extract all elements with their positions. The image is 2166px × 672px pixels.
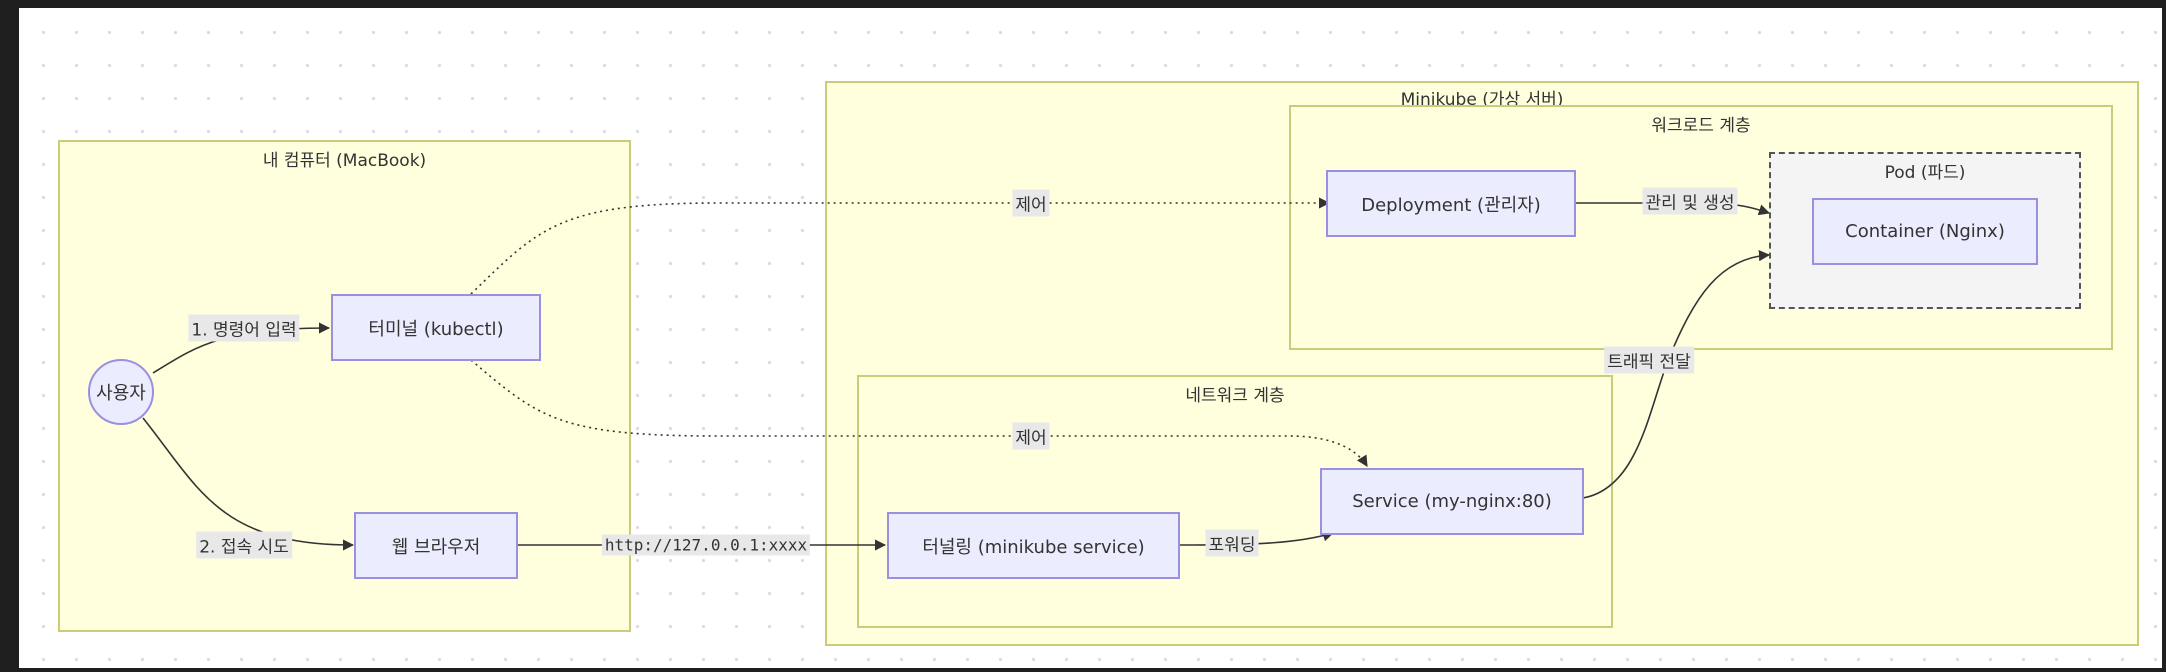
edge-label-access-attempt: 2. 접속 시도 bbox=[196, 531, 292, 559]
cluster-title-my-computer: 내 컴퓨터 (MacBook) bbox=[262, 151, 427, 171]
diagram-canvas: 내 컴퓨터 (MacBook) Minikube (가상 서버) 워크로드 계층… bbox=[19, 8, 2162, 668]
node-tunnel: 터널링 (minikube service) bbox=[887, 512, 1180, 579]
cluster-title-workload-layer: 워크로드 계층 bbox=[1651, 116, 1751, 136]
cluster-title-network-layer: 네트워크 계층 bbox=[1185, 386, 1285, 406]
node-container: Container (Nginx) bbox=[1812, 198, 2038, 265]
edge-label-traffic: 트래픽 전달 bbox=[1604, 346, 1694, 374]
node-service: Service (my-nginx:80) bbox=[1320, 468, 1584, 535]
edge-label-control-service: 제어 bbox=[1012, 422, 1050, 450]
node-terminal: 터미널 (kubectl) bbox=[331, 294, 541, 361]
cluster-title-pod: Pod (파드) bbox=[1884, 163, 1966, 183]
edge-terminal-deployment bbox=[470, 197, 1331, 295]
edge-service-pod bbox=[1582, 250, 1771, 499]
node-user: 사용자 bbox=[88, 359, 154, 425]
edge-user-browser bbox=[142, 417, 355, 551]
edge-label-url: http://127.0.0.1:xxxx bbox=[601, 534, 811, 556]
edge-label-command-input: 1. 명령어 입력 bbox=[188, 314, 300, 342]
edge-label-forwarding: 포워딩 bbox=[1205, 529, 1259, 557]
edge-label-manage-create: 관리 및 생성 bbox=[1642, 187, 1738, 215]
edge-terminal-service bbox=[470, 359, 1368, 467]
edge-tunnel-service bbox=[1178, 530, 1335, 546]
edge-label-control-deployment: 제어 bbox=[1012, 189, 1050, 217]
node-browser: 웹 브라우저 bbox=[354, 512, 518, 579]
node-deployment: Deployment (관리자) bbox=[1326, 170, 1576, 237]
